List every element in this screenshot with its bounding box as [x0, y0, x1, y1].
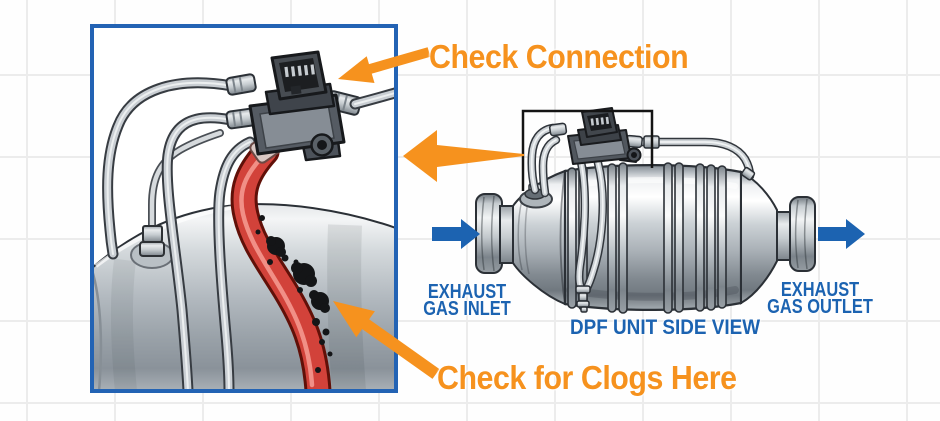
- clogs-arrow-icon: [333, 301, 440, 379]
- inset-highlight-box: [521, 109, 654, 191]
- clogged-hose: [230, 138, 332, 391]
- inset-border: [90, 24, 398, 393]
- detail-inset: [90, 24, 398, 393]
- soot-clogs: [255, 215, 333, 373]
- bottom-fitting-main: [575, 285, 591, 313]
- check-connection-label: Check Connection: [429, 38, 689, 75]
- check-connection-arrow-icon: [338, 47, 431, 83]
- inlet-flow-arrow-icon: [432, 219, 480, 249]
- zoom-callout-arrow-icon: [403, 130, 524, 182]
- hoses-closeup: [102, 77, 256, 391]
- dpf-unit-side-view-label: DPF UNIT SIDE VIEW: [569, 316, 761, 339]
- sensor-bung-closeup: [130, 129, 224, 269]
- sensor-tubes-main: [527, 123, 756, 295]
- sensor-connector-main: [549, 107, 643, 165]
- outlet-flow-arrow-icon: [818, 219, 865, 249]
- dpf-unit-side-view: [475, 107, 816, 314]
- sensor-connector-closeup: [225, 50, 396, 164]
- check-for-clogs-label: Check for Clogs Here: [437, 359, 737, 396]
